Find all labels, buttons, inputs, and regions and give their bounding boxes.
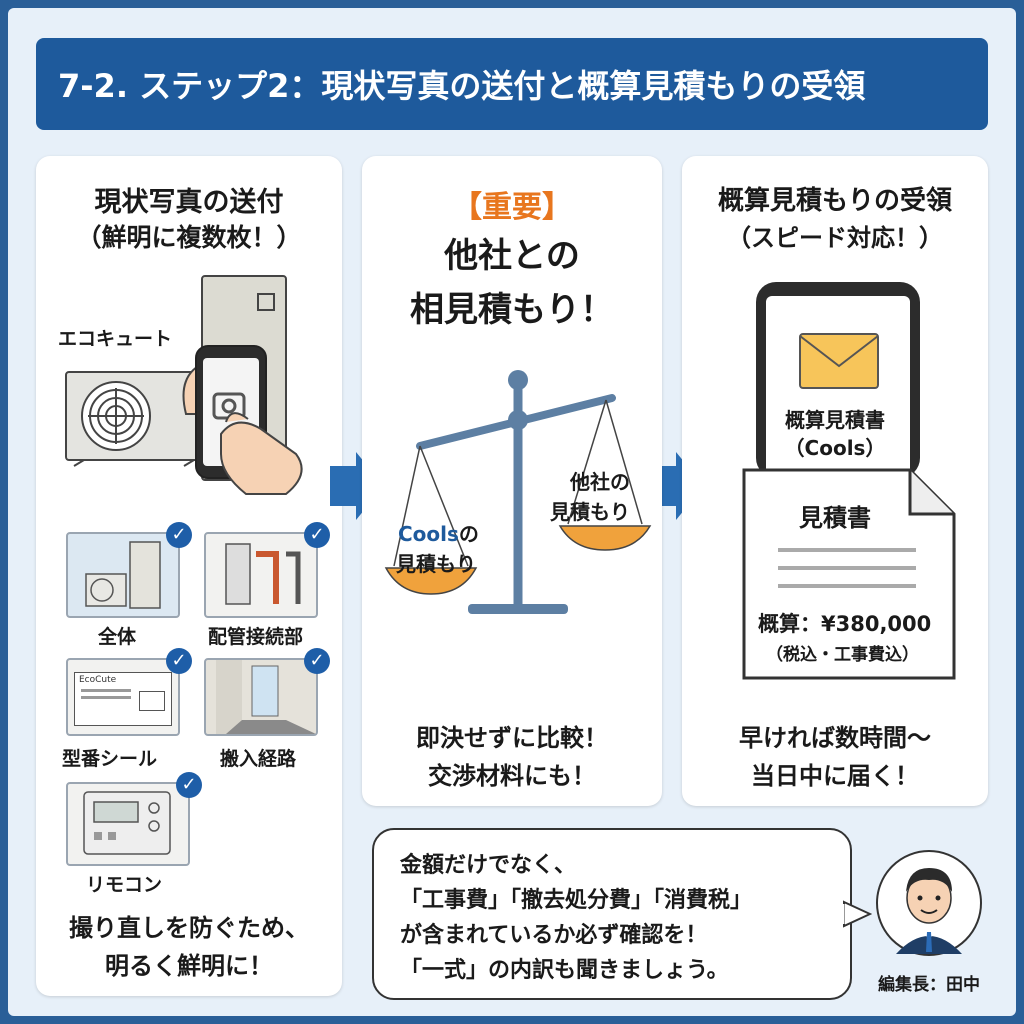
thumb-label-sticker: 型番シール xyxy=(62,748,158,770)
title-bar: 7-2. ステップ2：現状写真の送付と概算見積もりの受領 xyxy=(36,38,988,130)
heat-pump-unit-icon xyxy=(65,371,207,467)
left-pan-label-line1: Coolsの xyxy=(398,518,479,547)
bubble-tail-icon xyxy=(842,900,872,928)
balance-scale-icon xyxy=(384,370,652,614)
thumb-label-pipe: 配管接続部 xyxy=(208,626,304,648)
important-label: 【重要】 xyxy=(452,190,572,225)
infographic-frame: 7-2. ステップ2：現状写真の送付と概算見積もりの受領 現状写真の送付 （鮮明… xyxy=(8,8,1016,1016)
estimate-document-icon xyxy=(742,468,956,680)
model-sticker-text: EcoCute xyxy=(79,675,117,685)
left-pan-suffix: の xyxy=(458,522,479,546)
phone-text-line1: 概算見積書 xyxy=(785,408,885,432)
thumb-carry-in-route xyxy=(204,658,318,736)
panel1-heading-line1: 現状写真の送付 xyxy=(94,187,284,218)
check-icon: ✓ xyxy=(176,772,202,798)
thumb-label-route: 搬入経路 xyxy=(220,748,297,770)
left-pan-label-line2: 見積もり xyxy=(396,552,476,576)
editor-avatar xyxy=(876,850,982,956)
arrow-right-icon xyxy=(650,452,704,520)
bubble-line3: が含まれているか必ず確認を！ xyxy=(400,923,708,948)
thumb-model-sticker: EcoCute xyxy=(66,658,180,736)
panel-photo-submission: 現状写真の送付 （鮮明に複数枚！） エコキュート xyxy=(36,156,342,996)
hand-holding-phone-illustration xyxy=(182,345,303,495)
panel1-footer-line1: 撮り直しを防ぐため、 xyxy=(69,914,309,942)
cools-brand-text: Cools xyxy=(398,522,459,546)
thumb-overall xyxy=(66,532,180,618)
bubble-line2: 「工事費」「撤去処分費」「消費税」 xyxy=(400,888,753,913)
panel3-footer-line2: 当日中に届く！ xyxy=(751,762,919,790)
panel-comparison-quote: 【重要】 他社との 相見積もり！ Coolsの 見積もり 他社の 見積もり 即決… xyxy=(362,156,662,806)
panel-estimate-receipt: 概算見積もりの受領 （スピード対応！） 概算見積書 （Cools） 見積書 概算… xyxy=(682,156,988,806)
thumb-remote-control xyxy=(66,782,190,866)
bubble-line1: 金額だけでなく、 xyxy=(400,853,577,878)
panel2-footer-line1: 即決せずに比較！ xyxy=(416,724,608,752)
panel1-heading-line2: （鮮明に複数枚！） xyxy=(76,223,302,252)
page-title: 7-2. ステップ2：現状写真の送付と概算見積もりの受領 xyxy=(58,67,866,105)
check-icon: ✓ xyxy=(166,522,192,548)
panel2-heading-line1: 他社との xyxy=(444,236,580,276)
envelope-icon xyxy=(799,333,879,389)
ecocute-label: エコキュート xyxy=(58,328,173,350)
panel1-footer-line2: 明るく鮮明に！ xyxy=(105,952,273,980)
check-icon: ✓ xyxy=(304,522,330,548)
check-icon: ✓ xyxy=(166,648,192,674)
bubble-text: 金額だけでなく、 「工事費」「撤去処分費」「消費税」 が含まれているか必ず確認を… xyxy=(400,848,752,988)
panel3-heading-line1: 概算見積もりの受領 xyxy=(717,186,952,216)
doc-title: 見積書 xyxy=(799,504,871,532)
editor-label: 編集長：田中 xyxy=(878,975,980,995)
thumb-label-overall: 全体 xyxy=(98,626,137,648)
thumb-pipe-connection xyxy=(204,532,318,618)
doc-note: （税込・工事費込） xyxy=(766,645,919,665)
panel2-footer-line2: 交渉材料にも！ xyxy=(428,762,596,790)
right-pan-label-line1: 他社の xyxy=(570,470,630,494)
panel2-heading-line2: 相見積もり！ xyxy=(410,290,614,330)
check-icon: ✓ xyxy=(304,648,330,674)
phone-text-line2: （Cools） xyxy=(784,436,886,460)
panel3-heading-line2: （スピード対応！） xyxy=(727,224,943,252)
panel3-footer-line1: 早ければ数時間〜 xyxy=(739,724,931,752)
doc-amount: 概算：¥380,000 xyxy=(758,612,932,636)
bubble-line4: 「一式」の内訳も聞きましょう。 xyxy=(400,958,729,983)
arrow-right-icon xyxy=(330,452,384,520)
editor-speech-bubble: 金額だけでなく、 「工事費」「撤去処分費」「消費税」 が含まれているか必ず確認を… xyxy=(372,828,852,1000)
right-pan-label-line2: 見積もり xyxy=(550,500,630,524)
thumb-label-remote: リモコン xyxy=(86,874,163,896)
